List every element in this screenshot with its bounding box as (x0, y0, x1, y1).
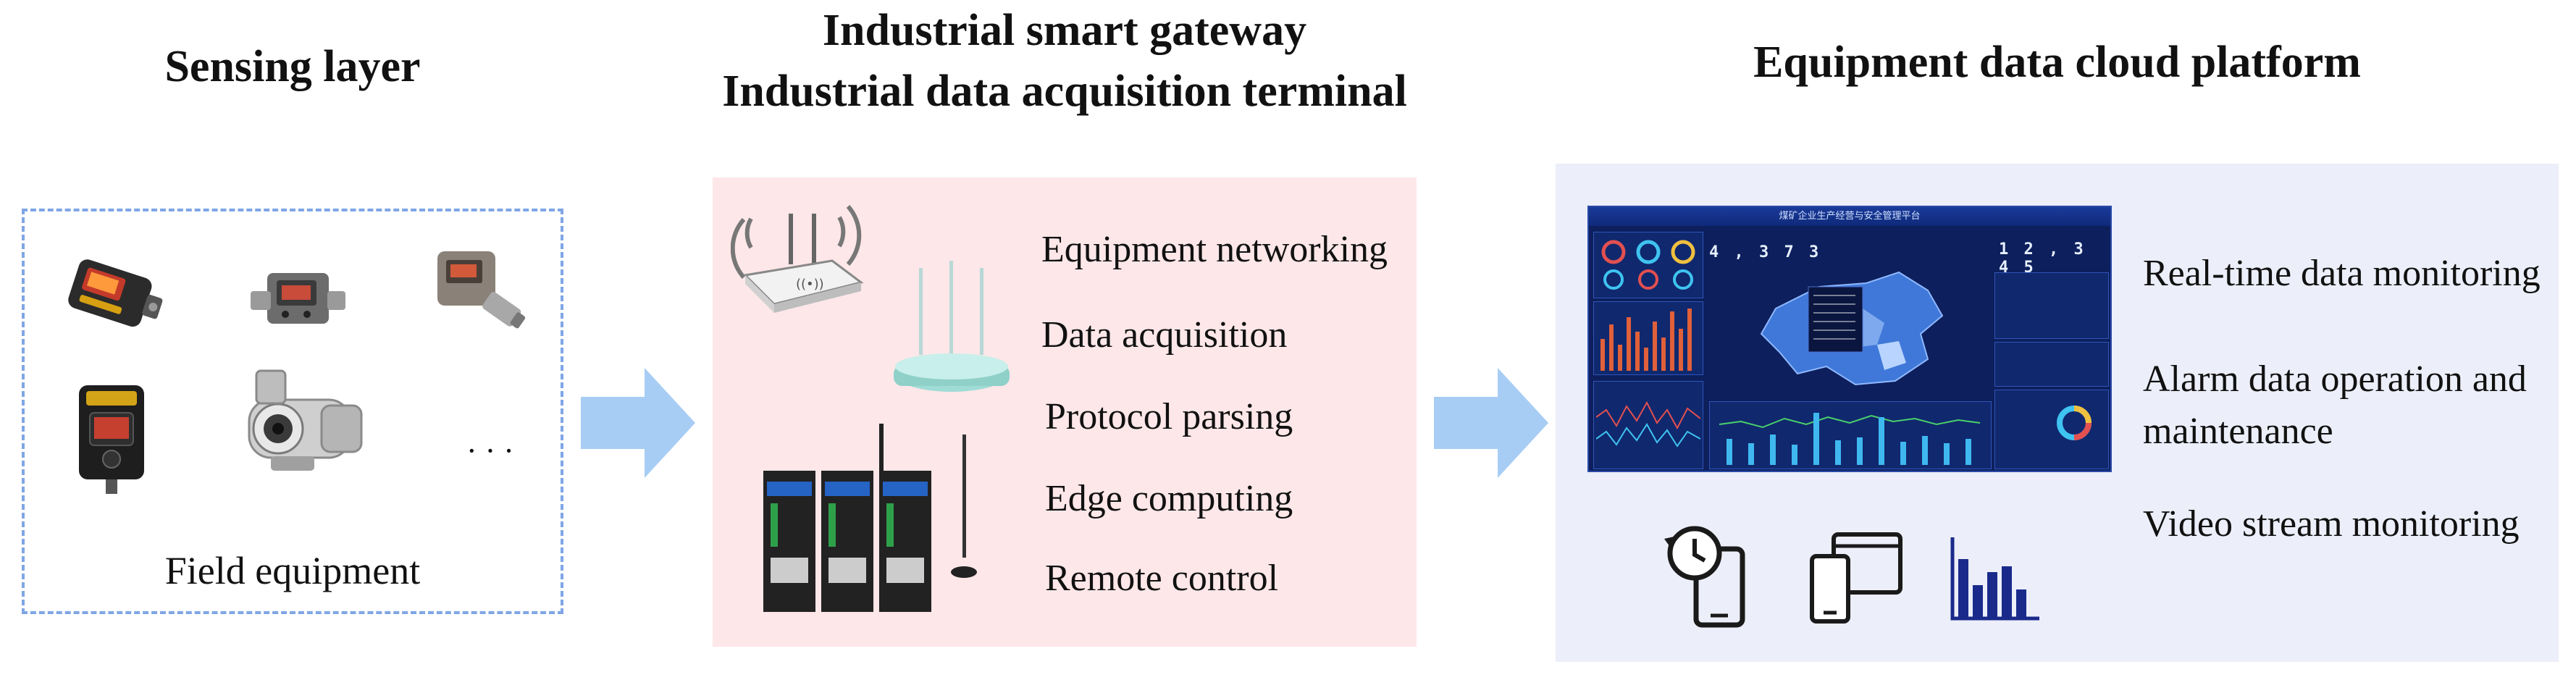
dashboard-donut-icons (1601, 240, 1695, 290)
dashboard-total-left: 4 , 3 7 3 (1709, 243, 1822, 261)
cloud-function-alarm-line2: maintenance (2143, 411, 2333, 452)
wifi-router-icon: ((•)) (731, 205, 864, 313)
gateway-heading-line2: Industrial data acquisition terminal (722, 67, 1407, 116)
arrow-gateway-to-cloud (1434, 368, 1548, 478)
gateway-function-remote-control: Remote control (1045, 558, 1279, 599)
gateway-panel: ((•)) Equipment ne (713, 177, 1417, 647)
sensing-layer-heading: Sensing layer (164, 42, 421, 91)
gateway-heading-line1: Industrial smart gateway (822, 6, 1307, 55)
history-phone-icon (1664, 526, 1745, 628)
gateway-function-equipment-networking: Equipment networking (1041, 229, 1388, 270)
cloud-dashboard-preview: 煤矿企业生产经营与安全管理平台 4 , 3 7 3 (1587, 206, 2112, 472)
dashboard-bar-chart-left (1600, 308, 1692, 371)
router-icon (894, 261, 1010, 392)
dashboard-panel-right-mid (1994, 272, 2109, 339)
dashboard-bar-chart-bottom (1719, 413, 1981, 465)
cloud-function-alarm-line1: Alarm data operation and (2143, 358, 2527, 400)
more-equipment-ellipsis: · · · (466, 433, 514, 469)
gateway-function-protocol-parsing: Protocol parsing (1045, 396, 1293, 437)
gateway-function-data-acquisition: Data acquisition (1041, 314, 1288, 356)
sensing-layer-box: · · · Field equipment (22, 209, 563, 614)
explosion-proof-camera-icon (248, 369, 363, 471)
dashboard-line-chart-left (1596, 400, 1700, 448)
arrow-sensing-to-gateway (581, 368, 695, 478)
field-equipment-caption: Field equipment (164, 549, 421, 592)
svg-text:((•)): ((•)) (796, 277, 824, 292)
cloud-function-realtime-monitoring: Real-time data monitoring (2143, 253, 2541, 294)
industrial-gateway-icon (763, 424, 977, 612)
dashboard-panel-right-lower (1994, 342, 2109, 387)
cloud-function-video-monitoring: Video stream monitoring (2143, 503, 2520, 545)
gas-detector-icon (68, 259, 163, 327)
pressure-sensor-icon (437, 251, 526, 329)
portable-detector-icon (79, 385, 144, 494)
gateway-function-edge-computing: Edge computing (1045, 478, 1293, 519)
multi-device-icon (1810, 532, 1902, 624)
bar-chart-icon (1950, 537, 2039, 621)
cloud-heading: Equipment data cloud platform (1753, 38, 2361, 87)
sensor-box-icon (251, 273, 345, 324)
dashboard-title: 煤矿企业生产经营与安全管理平台 (1589, 207, 2110, 226)
dashboard-map (1760, 271, 1944, 386)
dashboard-panel-left-bottom (1593, 381, 1703, 469)
dashboard-donut-right (2057, 406, 2092, 440)
dashboard-total-right: 1 2 , 3 4 5 (1999, 240, 2086, 277)
